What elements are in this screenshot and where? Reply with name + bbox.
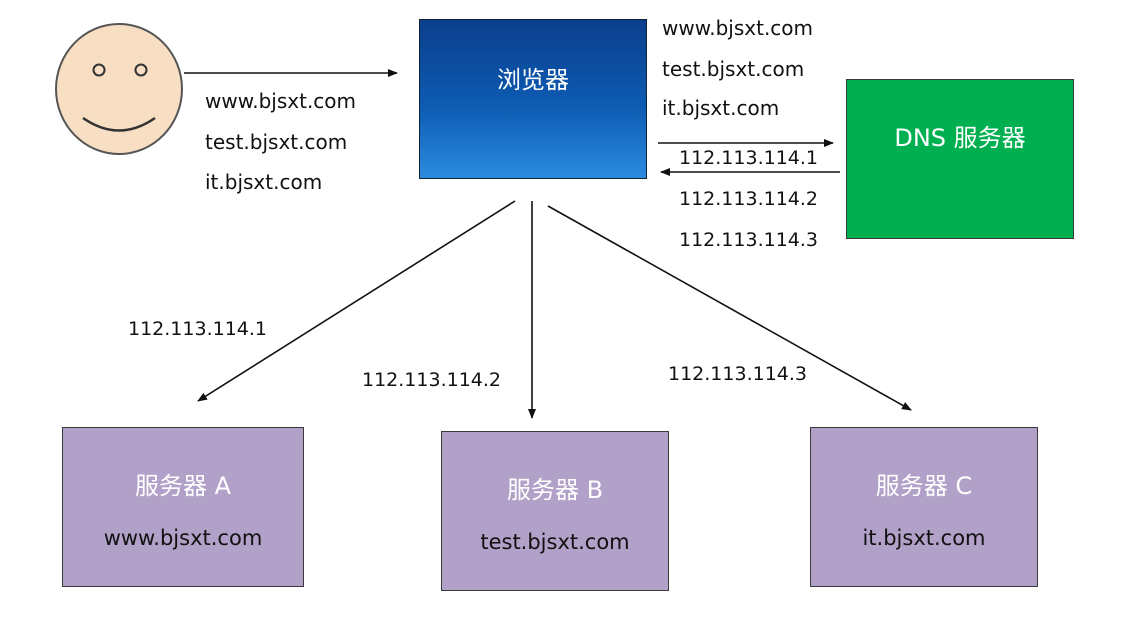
dns-response-3: 112.113.114.3 xyxy=(679,229,819,251)
user-request-1: www.bjsxt.com xyxy=(205,89,357,113)
user-request-2: test.bjsxt.com xyxy=(205,130,348,154)
server-a-title: 服务器 A xyxy=(134,472,232,500)
dns-response-2: 112.113.114.2 xyxy=(679,188,819,210)
connection-ip-a: 112.113.114.1 xyxy=(128,318,268,340)
dns-response-1: 112.113.114.1 xyxy=(679,147,819,169)
server-a-domain: www.bjsxt.com xyxy=(103,526,263,550)
browser-query-1: www.bjsxt.com xyxy=(662,16,814,40)
server-c-domain: it.bjsxt.com xyxy=(862,526,986,550)
arrow-browser-to-server-c xyxy=(547,205,912,411)
browser-box: 浏览器 xyxy=(419,19,647,179)
server-a-box: 服务器 A www.bjsxt.com xyxy=(62,427,304,587)
arrow-browser-to-server-a xyxy=(197,200,516,402)
server-b-box: 服务器 B test.bjsxt.com xyxy=(441,431,669,591)
smiley-face-icon xyxy=(55,23,183,155)
server-c-box: 服务器 C it.bjsxt.com xyxy=(810,427,1038,587)
browser-query-3: it.bjsxt.com xyxy=(662,96,780,120)
server-c-title: 服务器 C xyxy=(875,472,973,500)
browser-label: 浏览器 xyxy=(497,66,569,94)
dns-server-box: DNS 服务器 xyxy=(846,79,1074,239)
server-b-title: 服务器 B xyxy=(506,476,604,504)
connection-ip-b: 112.113.114.2 xyxy=(362,369,502,391)
dns-server-label: DNS 服务器 xyxy=(894,124,1026,152)
user-request-3: it.bjsxt.com xyxy=(205,170,323,194)
browser-query-2: test.bjsxt.com xyxy=(662,57,805,81)
server-b-domain: test.bjsxt.com xyxy=(480,530,630,554)
connection-ip-c: 112.113.114.3 xyxy=(668,363,808,385)
